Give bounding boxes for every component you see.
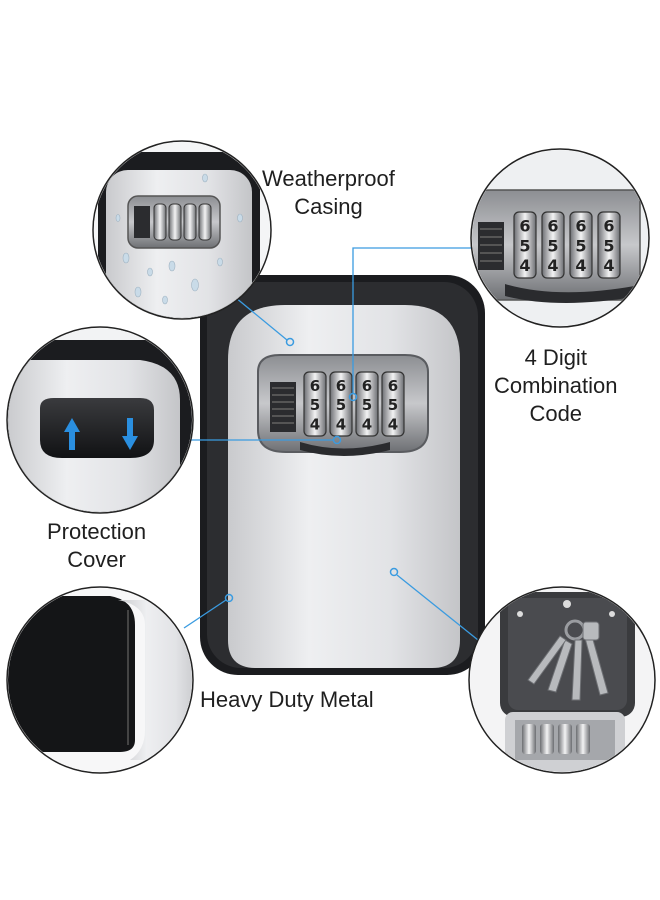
dial-digit: 5 xyxy=(519,236,530,255)
dial-digit: 4 xyxy=(519,256,530,275)
dial-digit: 6 xyxy=(388,377,398,395)
dial-digit: 4 xyxy=(310,415,320,433)
keys xyxy=(527,619,609,701)
arrow-down-icon xyxy=(122,418,138,450)
label-line: Casing xyxy=(294,194,363,219)
dial-wheel xyxy=(381,371,405,437)
label-protection-cover: Protection Cover xyxy=(47,518,146,574)
label-combination-code: 4 Digit Combination Code xyxy=(494,344,618,428)
label-line: 4 Digit xyxy=(524,345,587,370)
dial-digit: 4 xyxy=(547,256,558,275)
detail-circle-open-box xyxy=(468,586,656,774)
dial-digit: 4 xyxy=(575,256,586,275)
dial-digit: 6 xyxy=(603,217,614,236)
dial-wheel xyxy=(303,371,327,437)
dial-digit: 5 xyxy=(388,396,398,414)
dial-wheel xyxy=(329,371,353,437)
dial-digit: 4 xyxy=(388,415,398,433)
dial-digit: 5 xyxy=(603,236,614,255)
dial-wheel xyxy=(355,371,379,437)
detail-circle-protection xyxy=(6,326,194,514)
dial-digit: 4 xyxy=(362,415,372,433)
dial-digit: 5 xyxy=(336,396,346,414)
arrow-up-icon xyxy=(64,418,80,450)
label-line: Combination xyxy=(494,373,618,398)
dial-digit: 5 xyxy=(575,236,586,255)
label-line: Protection xyxy=(47,519,147,544)
dial-digit: 4 xyxy=(336,415,346,433)
dial-digit: 6 xyxy=(547,217,558,236)
label-heavy-duty-metal: Heavy Duty Metal xyxy=(200,686,374,714)
label-weatherproof-casing: Weatherproof Casing xyxy=(262,165,395,221)
callout-lines xyxy=(183,247,479,641)
label-line: Heavy Duty Metal xyxy=(200,687,374,712)
dial-wheel xyxy=(513,211,537,279)
dial-digit: 6 xyxy=(310,377,320,395)
dial-digit: 6 xyxy=(336,377,346,395)
label-line: Cover xyxy=(67,547,126,572)
detail-circle-weatherproof xyxy=(92,140,272,320)
dial-wheel xyxy=(597,211,621,279)
dial-digit: 5 xyxy=(310,396,320,414)
dial-digit: 6 xyxy=(519,217,530,236)
dial-wheel xyxy=(541,211,565,279)
detail-circle-metal xyxy=(6,586,194,774)
dial-wheel xyxy=(569,211,593,279)
dial-digit: 6 xyxy=(362,377,372,395)
dial-digit: 5 xyxy=(362,396,372,414)
label-line: Code xyxy=(529,401,583,426)
dial-digit: 4 xyxy=(603,256,614,275)
dial-digit: 5 xyxy=(547,236,558,255)
label-line: Weatherproof xyxy=(262,166,395,191)
dial-digit: 6 xyxy=(575,217,586,236)
